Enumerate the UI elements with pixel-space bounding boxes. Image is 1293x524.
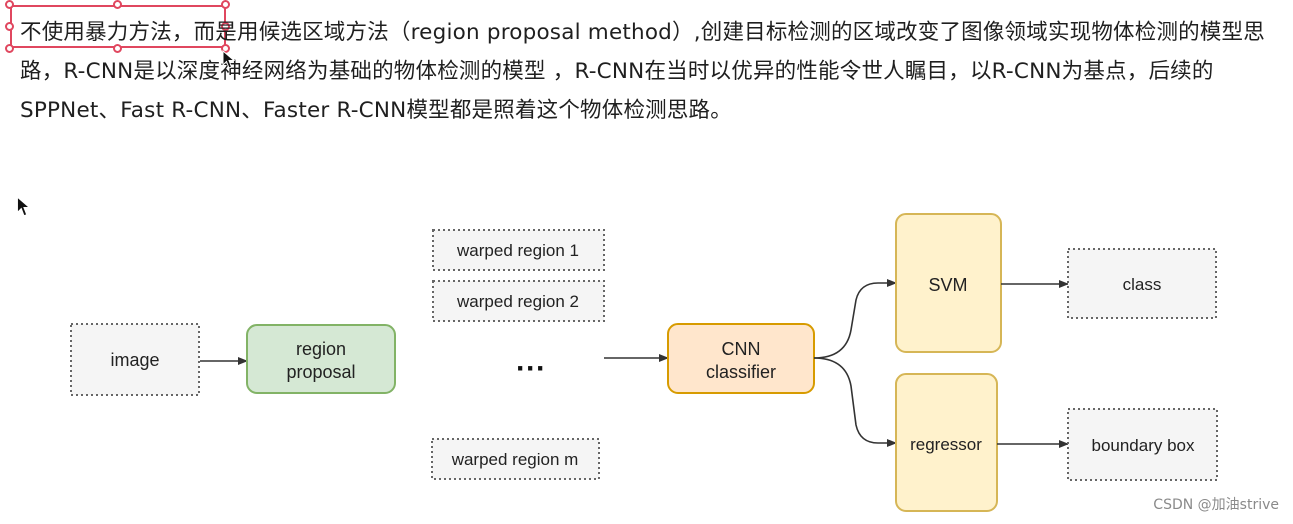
regressor-label: regressor xyxy=(910,435,982,454)
resize-handle-bm[interactable] xyxy=(113,44,122,53)
class-label: class xyxy=(1123,275,1162,294)
image-node: image xyxy=(70,323,200,396)
highlighted-phrase: 不使用暴力方法， xyxy=(20,20,194,45)
cnn-label-2: classifier xyxy=(706,362,776,382)
warped-region-1-node: warped region 1 xyxy=(432,229,605,271)
paragraph-rest: 而是用候选区域方法（region proposal method）,创建目标检测… xyxy=(20,20,1265,123)
region-proposal-node: region proposal xyxy=(246,324,396,394)
warped-region-2-node: warped region 2 xyxy=(432,280,605,322)
warped-region-m-node: warped region m xyxy=(431,438,600,480)
class-node: class xyxy=(1067,248,1217,319)
body-paragraph: 不使用暴力方法，而是用候选区域方法（region proposal method… xyxy=(20,13,1270,130)
resize-handle-br[interactable] xyxy=(221,44,230,53)
resize-handle-ml[interactable] xyxy=(5,22,14,31)
mouse-cursor-icon xyxy=(16,196,31,217)
mouse-cursor-icon xyxy=(222,50,236,69)
boundary-box-node: boundary box xyxy=(1067,408,1218,481)
cnn-label-1: CNN xyxy=(722,339,761,359)
resize-handle-tl[interactable] xyxy=(5,0,14,9)
warped-region-2-label: warped region 2 xyxy=(456,292,579,311)
resize-handle-tr[interactable] xyxy=(221,0,230,9)
arrow-cnn-to-regressor xyxy=(813,357,897,447)
regressor-node: regressor xyxy=(895,373,998,512)
image-label: image xyxy=(110,350,159,370)
warped-region-m-label: warped region m xyxy=(451,450,579,469)
resize-handle-bl[interactable] xyxy=(5,44,14,53)
region-proposal-label-2: proposal xyxy=(286,362,355,382)
warped-region-1-label: warped region 1 xyxy=(456,241,579,260)
resize-handle-tm[interactable] xyxy=(113,0,122,9)
watermark: CSDN @加油strive xyxy=(1153,497,1279,513)
boundary-box-label: boundary box xyxy=(1091,436,1195,455)
svm-label: SVM xyxy=(928,275,967,295)
svm-node: SVM xyxy=(895,213,1002,353)
cnn-classifier-node: CNN classifier xyxy=(667,323,815,394)
resize-handle-mr[interactable] xyxy=(221,22,230,31)
arrow-cnn-to-svm xyxy=(813,279,897,359)
ellipsis: ··· xyxy=(516,352,546,385)
region-proposal-label-1: region xyxy=(296,339,346,359)
